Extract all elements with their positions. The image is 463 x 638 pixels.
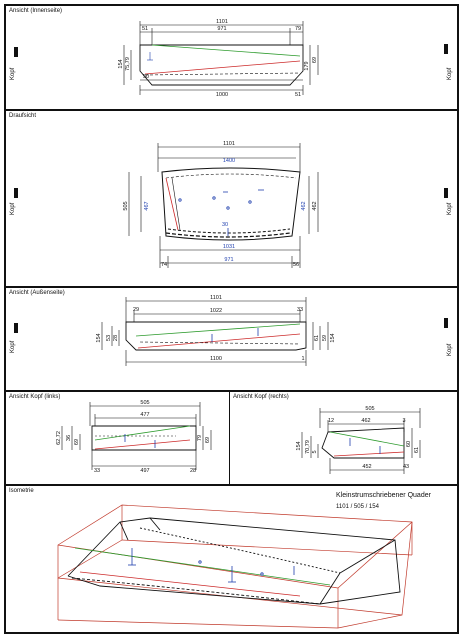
dim-label: 51 [142, 26, 148, 32]
dim-label: 79 [295, 26, 301, 32]
dim-label: 29 [133, 307, 139, 313]
dim-label: 75,79 [125, 57, 131, 71]
dim-label: 971 [217, 26, 226, 32]
panel-kopf-rechts: Ansicht Kopf (rechts) [230, 392, 457, 486]
view-draufsicht [128, 143, 319, 268]
dim-label: 61 [414, 447, 420, 453]
dim-label: 62,72 [56, 431, 62, 445]
dim-label: 69 [205, 437, 211, 443]
dim-label: 154 [96, 333, 102, 342]
dim-label: 61 [314, 335, 320, 341]
panel-draufsicht: Draufsicht [6, 111, 457, 288]
panel-title: Ansicht (Außenseite) [9, 290, 65, 296]
panel-isometrie: Isometrie [6, 486, 457, 632]
dim-label: 36 [66, 435, 72, 441]
dim-label: 505 [140, 400, 149, 406]
dim-label: 154 [330, 333, 336, 342]
panel-ansicht-aussenseite: Ansicht (Außenseite) [6, 288, 457, 392]
dim-label: 53 [106, 335, 112, 341]
dim-label: 74 [161, 262, 167, 268]
panel-title: Isometrie [9, 488, 34, 494]
kopf-marker-left [14, 47, 18, 57]
dim-label: 1000 [216, 92, 228, 98]
dim-label: 505 [123, 201, 129, 210]
dim-label: 5 [312, 450, 318, 453]
dim-label: 477 [140, 412, 149, 418]
view-innenseite [123, 21, 319, 95]
dim-label: 69 [312, 57, 318, 63]
dim-label: 33 [94, 468, 100, 474]
dim-label: 154 [296, 441, 302, 450]
dim-label: 179 [304, 61, 310, 70]
panel-title: Ansicht (Innenseite) [9, 8, 63, 14]
panel-kopf-links: Ansicht Kopf (links) [6, 392, 230, 486]
dim-label: 69 [74, 439, 80, 445]
dim-label: 1101 [210, 295, 222, 301]
dim-label: 462 [301, 201, 307, 210]
sheet-frame [4, 4, 459, 634]
dim-label: 467 [144, 201, 150, 210]
dim-label: 56 [293, 262, 299, 268]
kopf-marker-right [444, 44, 448, 54]
title-block-title: Kleinstrumschriebener Quader [336, 492, 432, 499]
view-kopf-rechts [301, 408, 421, 474]
dim-label: 12 [328, 418, 334, 424]
dim-label: 1031 [223, 244, 235, 250]
title-block-dims: 1101 / 505 / 154 [336, 504, 380, 510]
dim-label: 60 [406, 441, 412, 447]
panel-title: Ansicht Kopf (rechts) [233, 394, 289, 400]
dim-label: 1022 [210, 308, 222, 314]
dim-label: 462 [312, 201, 318, 210]
view-isometrie [57, 504, 413, 629]
kopf-marker-right [444, 318, 448, 328]
panel-title: Ansicht Kopf (links) [9, 394, 61, 400]
dim-label: 43 [403, 464, 409, 470]
dim-label: 505 [365, 406, 374, 412]
dim-label: 59 [322, 335, 328, 341]
dim-label: 3 [402, 418, 405, 424]
dim-label: 971 [224, 257, 233, 263]
kopf-marker-right [444, 188, 448, 198]
dim-label: 154 [118, 59, 124, 68]
panel-ansicht-innenseite: Ansicht (Innenseite) [6, 6, 457, 111]
dim-label: 1 [301, 356, 304, 362]
dim-label: 28 [113, 335, 119, 341]
dim-label: 51 [295, 92, 301, 98]
dim-label: 1100 [210, 356, 222, 362]
dim-label: 70,79 [305, 440, 311, 454]
dim-label: 50 [143, 74, 149, 80]
dim-label: 462 [361, 418, 370, 424]
dim-label: 28 [190, 468, 196, 474]
dim-label: 30 [222, 222, 228, 228]
kopf-marker-left [14, 323, 18, 333]
dim-label: 497 [140, 468, 149, 474]
dim-label: 452 [362, 464, 371, 470]
dim-label: 1400 [223, 158, 235, 164]
kopf-marker-left [14, 188, 18, 198]
panel-title: Draufsicht [9, 113, 37, 119]
view-aussenseite [101, 297, 329, 366]
dim-label: 1101 [216, 19, 228, 25]
dim-label: 79 [197, 435, 203, 441]
view-kopf-links [61, 402, 212, 470]
dim-label: 33 [297, 307, 303, 313]
dim-label: 1101 [223, 141, 235, 147]
